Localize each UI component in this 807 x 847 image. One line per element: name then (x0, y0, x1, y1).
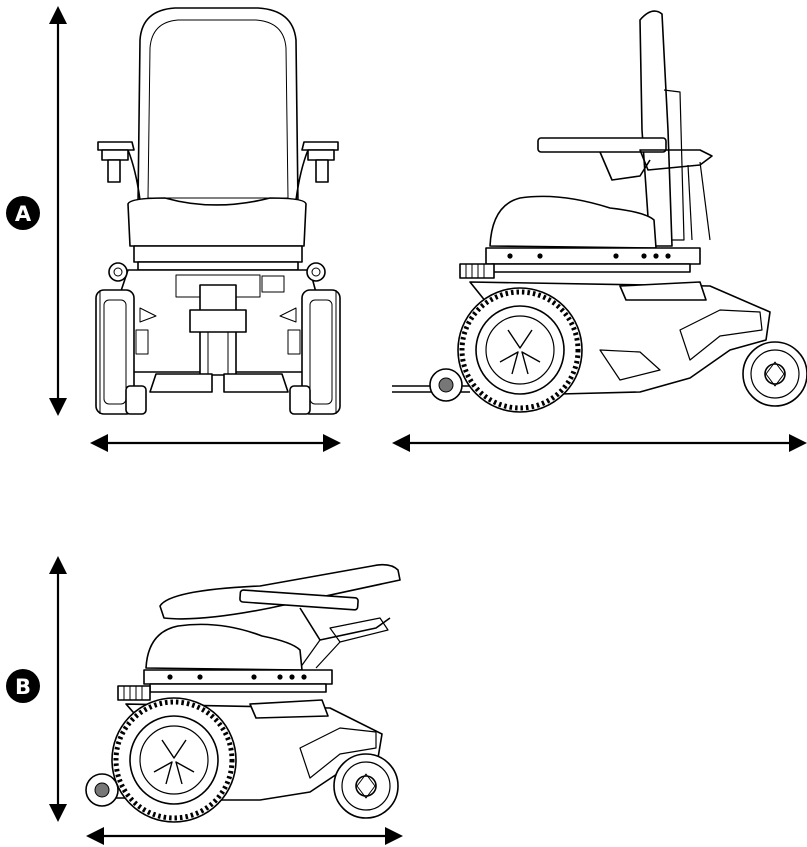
label-badge-b: B (6, 669, 40, 703)
wheelchair-side-upright-icon (392, 10, 807, 413)
dimension-arrows (49, 6, 807, 845)
label-badge-a: A (6, 196, 40, 230)
label-a-text: A (15, 202, 32, 226)
wheelchair-side-lowered-icon (85, 563, 401, 823)
label-b-text: B (15, 675, 31, 699)
wheelchair-front-icon (95, 7, 341, 415)
